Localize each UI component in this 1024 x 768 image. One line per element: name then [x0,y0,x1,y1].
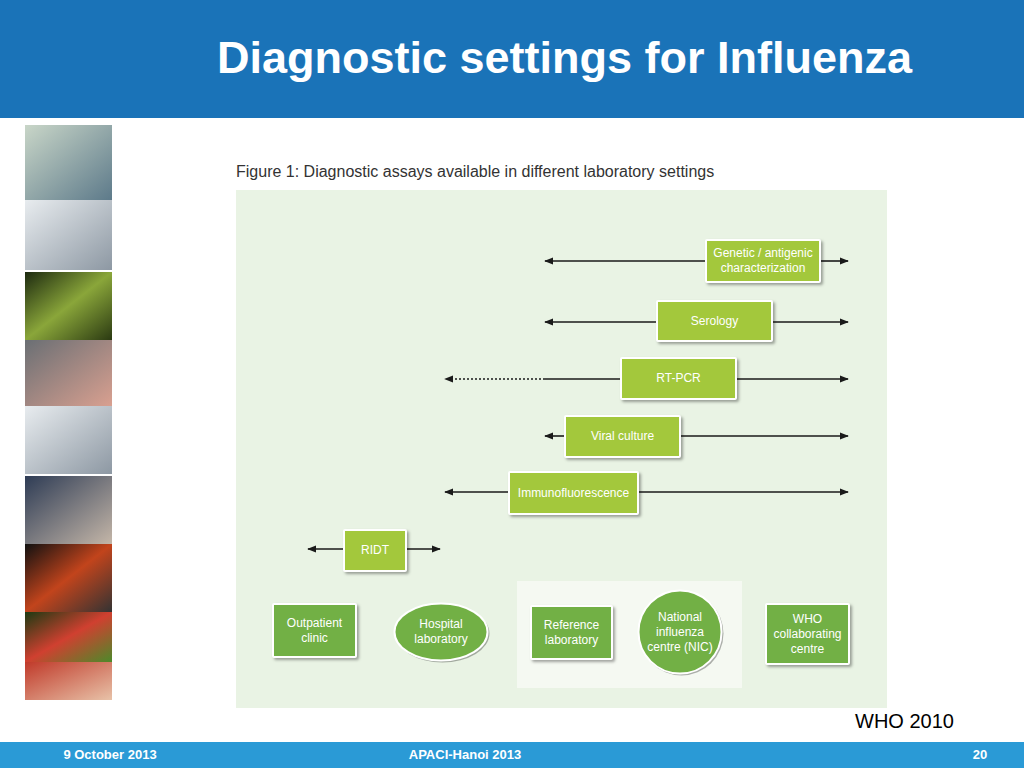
header-band [0,0,1024,118]
node-text-group: Outpatient clinic [274,616,355,646]
footer-date: 9 October 2013 [48,746,172,764]
footer-event: APACI-Hanoi 2013 [380,746,550,764]
source-note: WHO 2010 [855,709,954,733]
node-label: Immunofluorescence [514,486,633,501]
node-text-group: Genetic / antigenic characterization [707,246,819,276]
node-text-group: Reference laboratory [532,618,611,648]
node-label: National influenza centre (NIC) [637,610,723,655]
setting-ellipse: Hospital laboratory [393,602,489,662]
footer-band [0,742,1024,768]
page-number: 20 [950,746,1010,764]
figure-panel [236,190,887,708]
figure-caption: Figure 1: Diagnostic assays available in… [236,162,714,182]
node-label: Outpatient clinic [274,616,355,646]
node-text-group: WHO collaborating centre [767,612,848,657]
node-label: Serology [687,314,742,329]
node-label: Hospital laboratory [393,617,489,647]
setting-box: WHO collaborating centre [765,603,850,665]
node-label: WHO collaborating centre [767,612,848,657]
node-label: RIDT [357,543,393,558]
slide-title: Diagnostic settings for Influenza [0,30,1024,86]
group-panel [517,581,742,688]
node-text-group: Immunofluorescence [514,486,633,501]
node-label: Genetic / antigenic characterization [707,246,819,276]
node-text-group: National influenza centre (NIC) [637,610,723,655]
node-label: Viral culture [587,429,658,444]
node-text-group: RT-PCR [652,371,704,386]
node-text-group: Hospital laboratory [393,617,489,647]
node-text-group: RIDT [357,543,393,558]
setting-box: RIDT [343,529,407,572]
assay-range-arrows [308,261,848,549]
setting-box: RT-PCR [620,357,737,400]
node-label: RT-PCR [652,371,704,386]
photo-strip [25,125,112,700]
node-label: Reference laboratory [532,618,611,648]
setting-box: Genetic / antigenic characterization [705,239,821,283]
setting-box: Reference laboratory [530,605,613,660]
setting-box: Viral culture [564,415,681,458]
setting-box: Immunofluorescence [508,471,639,515]
setting-box: Serology [656,300,773,342]
setting-box: Outpatient clinic [272,603,357,658]
node-text-group: Serology [687,314,742,329]
setting-ellipse: National influenza centre (NIC) [637,589,723,675]
node-text-group: Viral culture [587,429,658,444]
